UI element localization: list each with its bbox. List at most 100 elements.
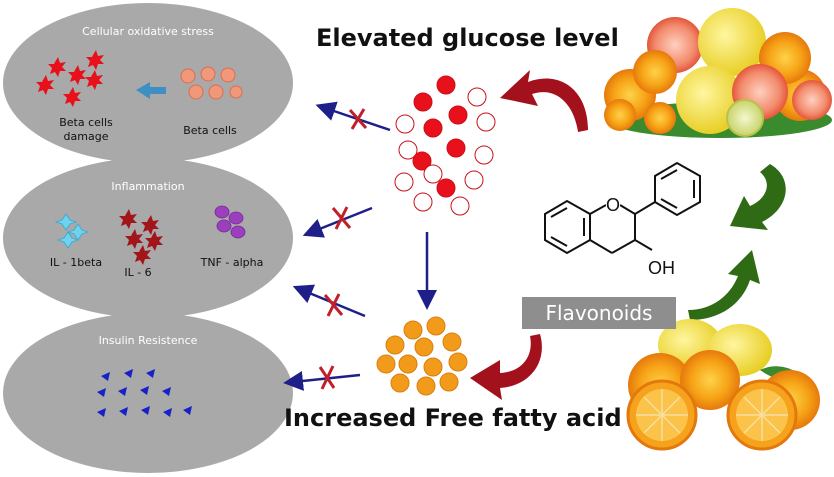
glucose-cell-hollow — [476, 112, 496, 132]
il6-cells — [119, 209, 163, 265]
receptor-mark — [101, 372, 110, 381]
damaged-cell — [63, 87, 81, 107]
ffa-cell — [416, 376, 436, 396]
beta-cell — [220, 67, 236, 83]
tnf-cells — [214, 205, 246, 239]
glucose-cell-hollow — [474, 145, 494, 165]
glucose-cell-filled — [446, 138, 466, 158]
citrus-pile-bottom — [626, 319, 820, 451]
il6-cell — [145, 231, 163, 251]
receptor-mark — [97, 408, 106, 417]
ffa-cell — [376, 354, 396, 374]
glucose-cluster — [394, 75, 496, 216]
phenyl-bond — [634, 201, 656, 215]
ffa-cell — [442, 332, 462, 352]
damaged-beta-cells — [36, 50, 104, 107]
il1beta-label: IL - 1beta — [49, 256, 103, 269]
ffa-cell — [414, 337, 434, 357]
damaged-cell — [36, 75, 54, 95]
damaged-cell — [86, 50, 104, 70]
beta-label: Beta cells — [183, 124, 237, 137]
glucose-cell-hollow — [413, 192, 433, 212]
benzene-ring-right — [654, 161, 701, 217]
receptor-mark — [119, 407, 128, 416]
glucose-cell-filled — [436, 75, 456, 95]
glucose-cell-hollow — [398, 140, 418, 160]
tnf-label: TNF - alpha — [200, 256, 264, 269]
blue-left-arrow — [136, 82, 166, 99]
glucose-cell-filled — [412, 151, 432, 171]
ffa-cluster — [376, 316, 468, 396]
tnf-cell — [228, 211, 244, 225]
flavonoids-label: Flavonoids — [522, 297, 676, 329]
receptor-mark — [146, 369, 155, 378]
cross-mark — [331, 206, 352, 230]
damaged-cell — [68, 65, 86, 85]
glucose-cell-hollow — [467, 87, 487, 107]
ffa-cell — [385, 335, 405, 355]
damaged-cell — [48, 57, 66, 77]
receptor-mark — [163, 408, 172, 417]
glucose-cell-hollow — [423, 164, 443, 184]
il6-cell — [133, 245, 151, 265]
il6-label: IL - 6 — [124, 266, 152, 279]
ffa-cell — [448, 352, 468, 372]
beta-cell — [208, 84, 224, 100]
hydroxyl-label: OH — [648, 258, 675, 278]
glucose-cell-filled — [448, 105, 468, 125]
insulin-title: Insulin Resistence — [98, 334, 198, 347]
tnf-cell — [216, 219, 232, 233]
beta-cell — [188, 84, 204, 100]
glucose-title: Elevated glucose level — [316, 24, 619, 52]
tnf-cell — [214, 205, 230, 219]
ffa-cell — [390, 373, 410, 393]
citrus-pile-top — [604, 8, 832, 138]
panel-insulin-ellipse — [3, 313, 293, 473]
beta-cell — [180, 68, 196, 84]
receptor-mark — [162, 387, 171, 396]
glucose-cell-hollow — [450, 196, 470, 216]
receptor-mark — [183, 406, 192, 415]
glucose-cell-filled — [413, 92, 433, 112]
beta-cell — [200, 66, 216, 82]
glucose-cell-filled — [436, 178, 456, 198]
oxygen-label: O — [606, 195, 621, 215]
red-curved-arrow-top — [500, 70, 588, 132]
receptor-mark — [118, 387, 127, 396]
damage-label: Beta cells damage — [59, 116, 113, 143]
ffa-cell — [403, 320, 423, 340]
green-curved-arrow-bottom — [688, 250, 760, 320]
cross-mark — [323, 293, 344, 317]
flavonoid-molecule — [544, 161, 701, 255]
beta-cell — [229, 85, 243, 99]
pyran-bond — [589, 204, 607, 215]
pyran-bond — [611, 239, 636, 254]
il1beta-cells — [54, 213, 90, 249]
glucose-cell-filled — [423, 118, 443, 138]
ffa-cell — [398, 354, 418, 374]
il1beta-cell — [56, 231, 80, 249]
receptor-mark — [141, 406, 150, 415]
receptor-mark — [124, 369, 133, 378]
ffa-cell — [423, 357, 443, 377]
panel-oxidative-ellipse — [3, 3, 293, 163]
il6-cell — [125, 229, 143, 249]
beta-cells — [180, 66, 243, 100]
inflammation-title: Inflammation — [111, 180, 185, 193]
oxidative-title: Cellular oxidative stress — [82, 25, 214, 38]
glucose-cell-hollow — [464, 170, 484, 190]
damaged-cell — [85, 70, 103, 90]
receptor-mark — [140, 386, 149, 395]
oh-bond — [634, 239, 653, 251]
tnf-cell — [230, 225, 246, 239]
insulin-receptor-marks — [97, 369, 192, 417]
cross-mark — [348, 108, 368, 130]
il1beta-cell — [54, 213, 78, 231]
il6-cell — [141, 215, 159, 235]
pyran-bond — [589, 239, 613, 254]
cross-mark — [318, 365, 336, 390]
inhibited-arrows — [283, 101, 391, 391]
ffa-title: Increased Free fatty acid — [284, 404, 622, 432]
red-curved-arrow-bottom — [470, 334, 542, 400]
